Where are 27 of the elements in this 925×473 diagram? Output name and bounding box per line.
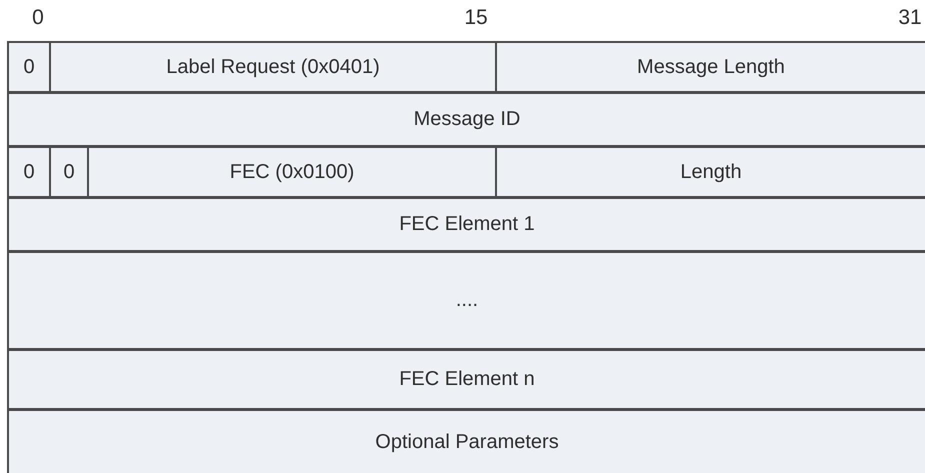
field-name: FEC Element n [399, 368, 535, 391]
packet-field [497, 148, 925, 196]
packet-field [9, 199, 925, 250]
field-name: Optional Parameters [375, 431, 559, 454]
bit-number: 31 [898, 6, 922, 30]
packet-field [9, 253, 925, 348]
bit-number: 15 [464, 6, 488, 30]
packet-field [9, 94, 925, 145]
packet-field [9, 148, 49, 196]
packet-field [9, 351, 925, 408]
field-name: 0 [23, 56, 35, 78]
field-name: 0 [23, 160, 35, 184]
packet-field [497, 43, 925, 91]
field-name: FEC Element 1 [399, 213, 535, 236]
field-name: Message ID [414, 108, 520, 131]
field-name: Label Request (0x0401) [166, 56, 380, 78]
packet-field [89, 148, 495, 196]
bit-number: 0 [32, 6, 44, 30]
packet-field [9, 43, 49, 91]
packet-field [51, 148, 87, 196]
field-name: FEC (0x0100) [230, 160, 354, 184]
packet-field [51, 43, 495, 91]
field-name: 0 [63, 160, 75, 184]
packet-field [9, 411, 925, 473]
field-name: Length [680, 160, 742, 184]
field-name: .... [456, 289, 478, 312]
field-name: Message Length [637, 56, 785, 78]
